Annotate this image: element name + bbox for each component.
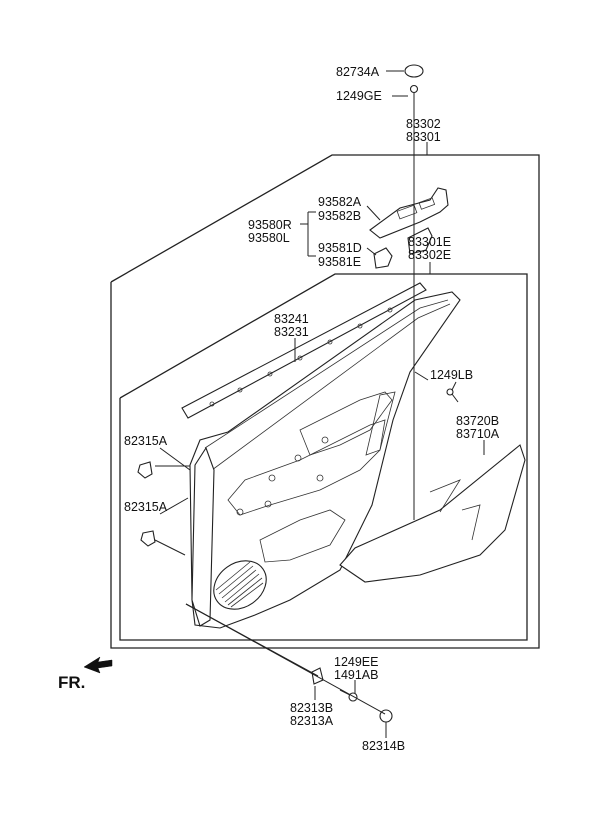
label-93581D: 93581D xyxy=(318,241,362,255)
inner-panel-frame xyxy=(119,273,528,641)
screw-1249LB xyxy=(446,388,459,403)
speaker-grille xyxy=(213,560,267,610)
leader-lines xyxy=(154,70,485,738)
label-83720B: 83720B xyxy=(456,414,499,428)
label-83301E: 83301E xyxy=(408,235,451,249)
label-82314B: 82314B xyxy=(362,739,405,753)
panel-left-edge xyxy=(191,446,215,627)
screw-1249EE xyxy=(339,689,358,702)
outer-assembly-frame xyxy=(110,154,540,649)
cap-82734A xyxy=(404,64,424,78)
label-1491AB: 1491AB xyxy=(334,668,378,682)
label-82315A-upper: 82315A xyxy=(124,434,168,448)
door-trim-panel xyxy=(189,291,461,629)
label-83302E: 83302E xyxy=(408,248,451,262)
label-82734A: 82734A xyxy=(336,65,380,79)
label-83302: 83302 xyxy=(406,117,441,131)
label-93581E: 93581E xyxy=(318,255,361,269)
label-82315A-lower: 82315A xyxy=(124,500,168,514)
window-switch-bezel xyxy=(369,187,449,239)
label-93582A: 93582A xyxy=(318,195,362,209)
label-93580L: 93580L xyxy=(248,231,290,245)
label-93582B: 93582B xyxy=(318,209,361,223)
label-82313B: 82313B xyxy=(290,701,333,715)
label-1249LB: 1249LB xyxy=(430,368,473,382)
label-82313A: 82313A xyxy=(290,714,334,728)
screw-1249GE xyxy=(409,84,419,102)
clip-82315A-lower xyxy=(140,530,156,547)
front-label: FR. xyxy=(58,673,85,692)
window-switch-module xyxy=(373,227,433,269)
belt-molding-strip xyxy=(181,282,427,419)
label-83710A: 83710A xyxy=(456,427,500,441)
armrest-pad xyxy=(339,444,526,583)
label-1249GE: 1249GE xyxy=(336,89,382,103)
label-1249EE: 1249EE xyxy=(334,655,378,669)
label-83231: 83231 xyxy=(274,325,309,339)
label-93580R: 93580R xyxy=(248,218,292,232)
label-83241: 83241 xyxy=(274,312,309,326)
front-direction-arrow xyxy=(83,656,113,674)
label-83301: 83301 xyxy=(406,130,441,144)
clip-82315A-upper xyxy=(137,461,153,479)
